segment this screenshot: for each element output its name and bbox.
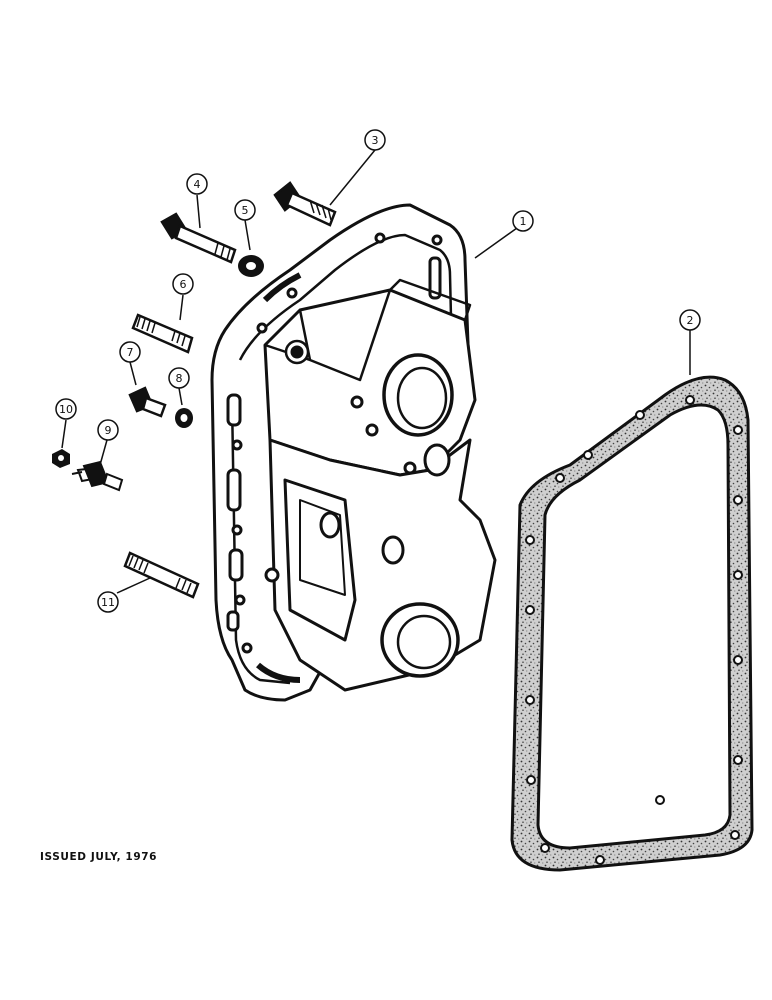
flange-slot <box>262 272 302 303</box>
sender-9 <box>71 460 124 492</box>
callout-9-label: 9 <box>105 424 112 437</box>
issued-date-text: ISSUED JULY, 1976 <box>40 851 158 863</box>
callout-9: 9 <box>97 419 119 441</box>
callout-1-label: 1 <box>520 215 527 228</box>
flange-slot <box>228 548 244 582</box>
callout-1: 1 <box>512 210 534 232</box>
washer-5 <box>238 255 264 277</box>
callout-10: 10 <box>55 398 77 420</box>
callout-3: 3 <box>364 129 386 151</box>
callout-3-label: 3 <box>372 134 379 147</box>
gasket <box>510 375 754 872</box>
stud-11 <box>123 551 200 599</box>
callout-6-label: 6 <box>180 278 187 291</box>
flange-hole <box>431 234 443 246</box>
callout-10-label: 10 <box>59 403 73 416</box>
flange-slot <box>226 393 242 427</box>
stud-6 <box>131 313 194 354</box>
callout-8-label: 8 <box>176 372 183 385</box>
callouts: 1 2 3 4 5 6 7 8 <box>55 129 701 613</box>
callout-4-label: 4 <box>194 178 201 191</box>
callout-11-label: 11 <box>101 596 115 609</box>
flange-slot <box>256 662 301 683</box>
nut-10 <box>52 449 70 468</box>
flange-hole <box>286 287 298 299</box>
callout-4: 4 <box>186 173 208 195</box>
callout-5-label: 5 <box>242 204 249 217</box>
bolt-7 <box>128 386 167 418</box>
washer-8 <box>175 408 193 428</box>
flange-hole <box>231 439 243 451</box>
flange-hole <box>374 232 386 244</box>
flange-hole <box>231 524 243 536</box>
callout-6: 6 <box>172 273 194 295</box>
bolt-3 <box>273 181 337 227</box>
flange-slot <box>226 610 240 632</box>
flange-slot <box>428 256 442 300</box>
flange-hole <box>241 642 253 654</box>
bolt-4 <box>160 212 237 264</box>
flange-hole <box>234 594 246 606</box>
callout-7: 7 <box>119 341 141 363</box>
callout-2-label: 2 <box>687 314 694 327</box>
gasket-inner <box>536 403 732 850</box>
callout-11: 11 <box>97 591 119 613</box>
callout-7-label: 7 <box>127 346 134 359</box>
flange-hole <box>256 322 268 334</box>
callout-5: 5 <box>234 199 256 221</box>
leader-lines <box>61 149 691 594</box>
callout-8: 8 <box>168 367 190 389</box>
cover-housing <box>210 203 497 702</box>
flange-slot <box>226 468 242 512</box>
callout-2: 2 <box>679 309 701 331</box>
